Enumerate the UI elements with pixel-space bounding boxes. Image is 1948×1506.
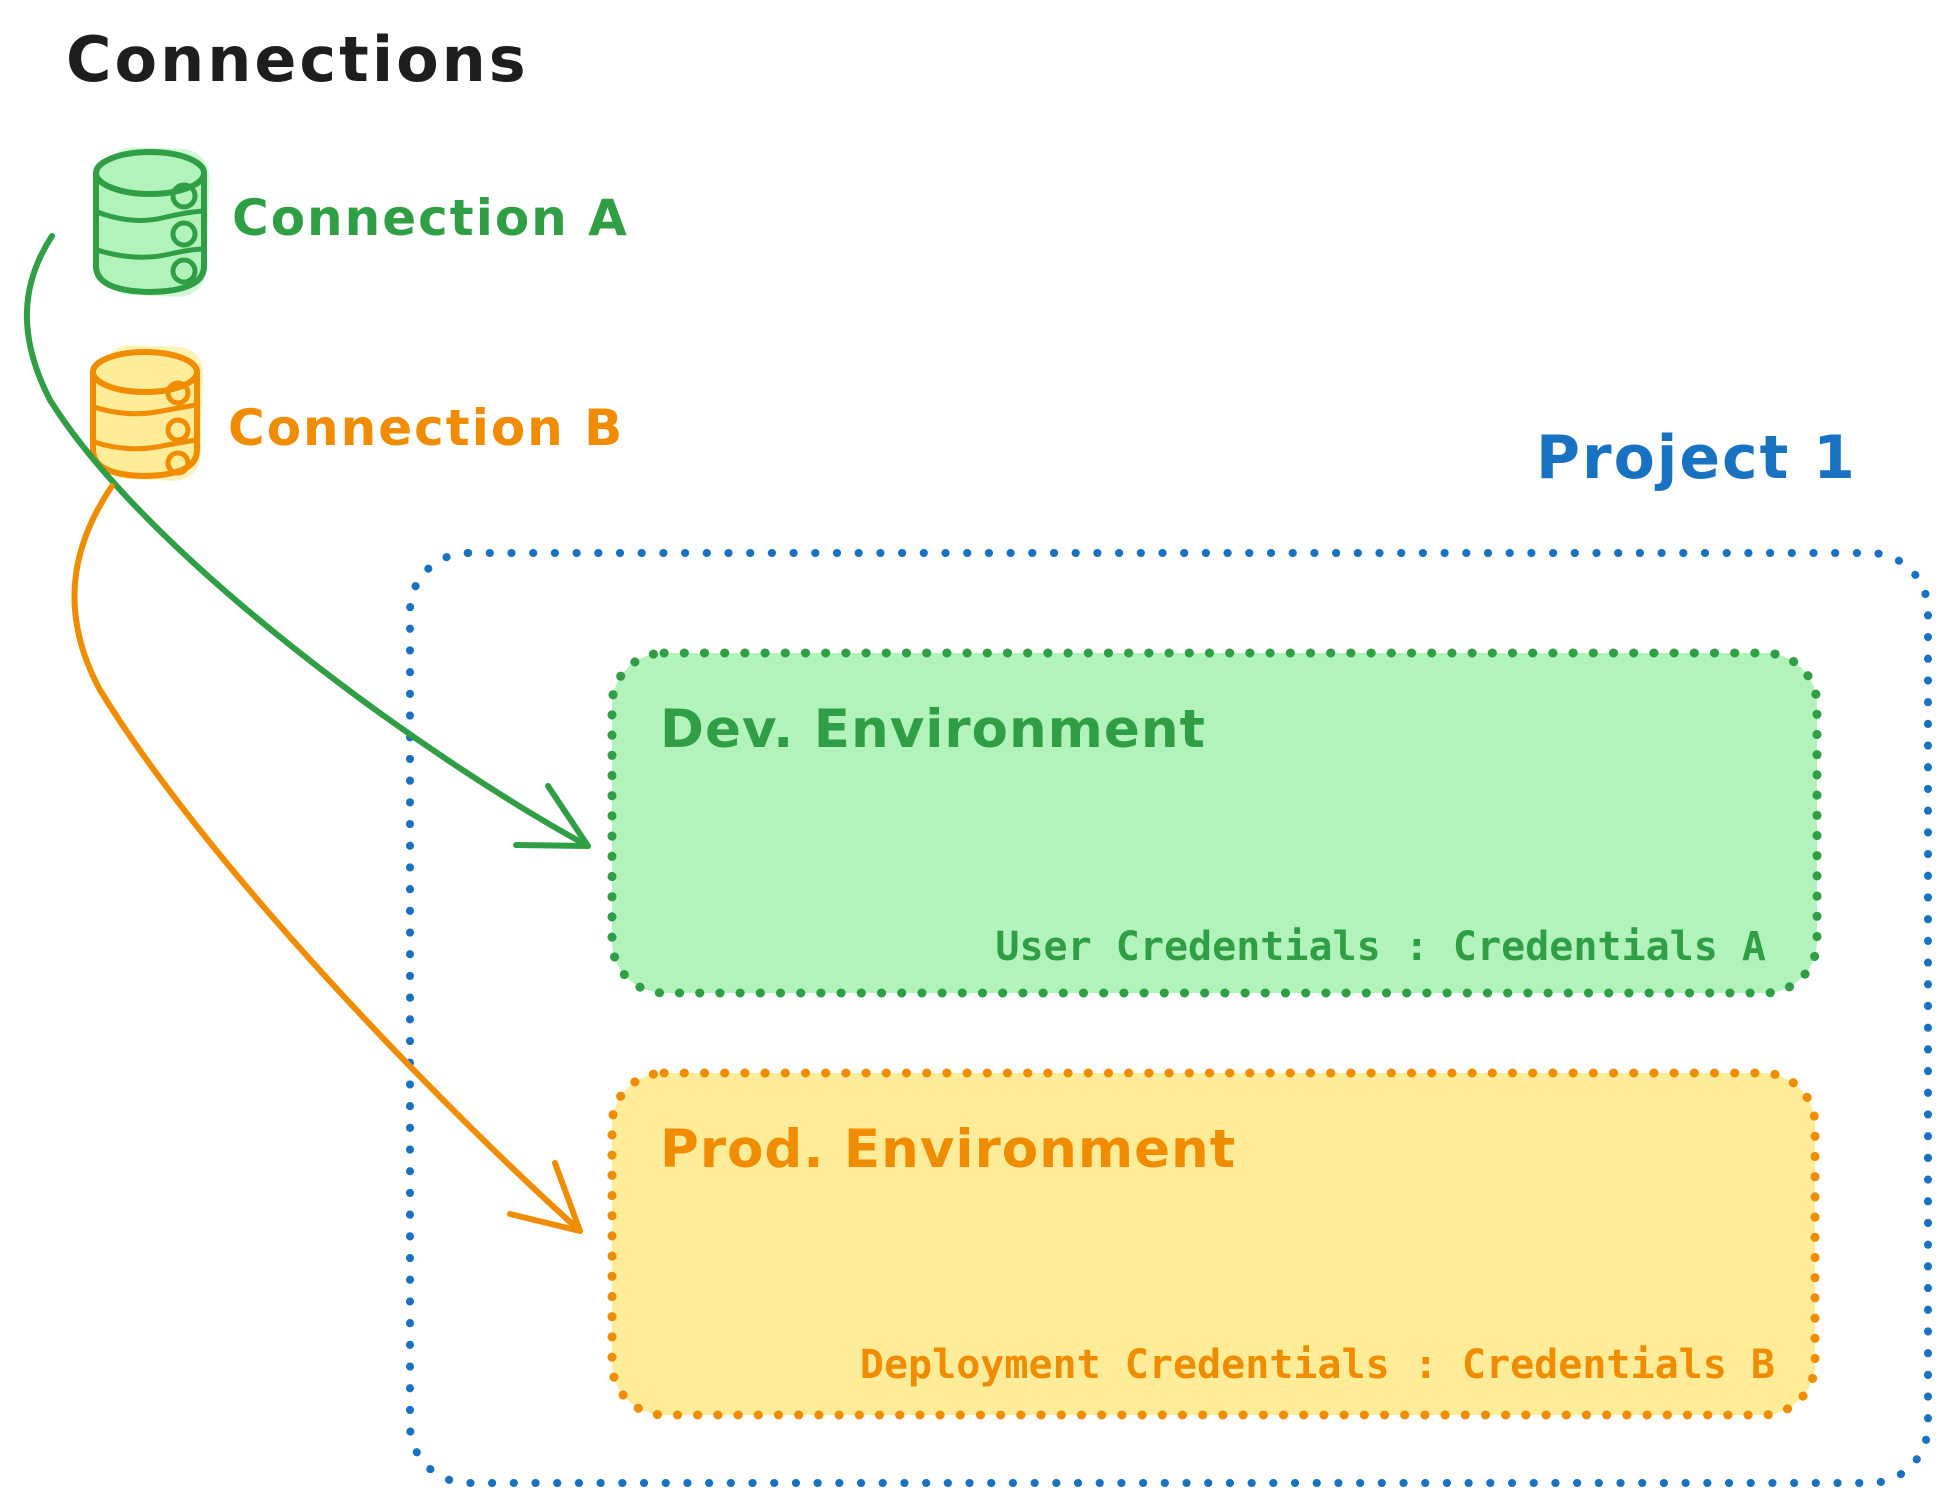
- project-title: Project 1: [1536, 423, 1857, 493]
- database-divider: [91, 402, 199, 417]
- database-divider: [94, 208, 206, 223]
- database-divider: [94, 246, 206, 260]
- database-indicator-dot: [170, 220, 198, 248]
- prod-environment-title: Prod. Environment: [660, 1119, 1237, 1180]
- arrowhead-icon: [513, 783, 591, 849]
- database-indicator-dot: [170, 257, 198, 285]
- dev-environment-box: [607, 648, 1822, 998]
- arrow-line: [24, 233, 591, 849]
- prod-environment-credentials: Deployment Credentials : Credentials B: [859, 1342, 1775, 1388]
- connection-b-label: Connection B: [228, 399, 625, 457]
- database-divider: [91, 437, 199, 452]
- connection-a-arrow: [24, 233, 591, 849]
- project-boundary-box: [406, 549, 1932, 1487]
- arrow-line: [71, 483, 583, 1234]
- dev-environment-credentials: User Credentials : Credentials A: [995, 924, 1766, 970]
- database-indicator-dot: [170, 182, 198, 210]
- connection-b-database-icon: [90, 345, 204, 481]
- dev-environment-title: Dev. Environment: [660, 699, 1206, 760]
- connections-title: Connections: [66, 23, 529, 96]
- database-indicator-dot: [165, 380, 191, 406]
- connection-b-arrow: [71, 483, 583, 1234]
- database-indicator-dot: [165, 417, 191, 443]
- connection-a-database-icon: [93, 147, 210, 297]
- connection-a-label: Connection A: [232, 189, 629, 247]
- arrowhead-icon: [507, 1160, 583, 1234]
- database-top: [90, 349, 200, 395]
- database-top: [93, 149, 207, 197]
- database-indicator-dot: [165, 450, 191, 476]
- prod-environment-box: [607, 1068, 1820, 1420]
